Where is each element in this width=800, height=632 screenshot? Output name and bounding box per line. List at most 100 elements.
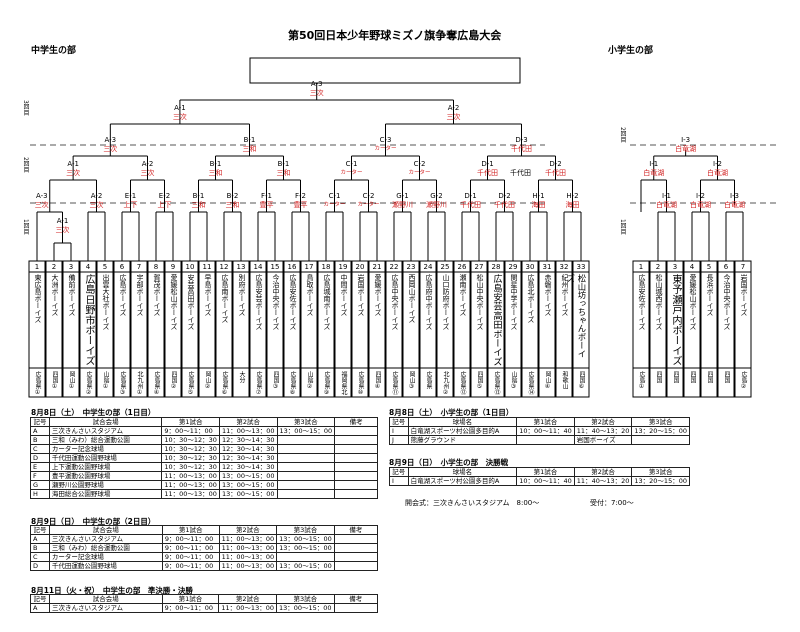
match-venue: 豊平	[259, 201, 274, 209]
match-venue: 千代田	[460, 201, 481, 209]
match-id: I-1	[649, 160, 659, 168]
match-id: C-1	[328, 192, 341, 200]
sched-cell: I	[389, 476, 409, 486]
match-id: A-1	[56, 217, 69, 225]
team-name: 愛媛ボーイズ	[374, 274, 382, 316]
sched-cell	[334, 453, 378, 463]
sched-cell: 9：00〜11：00	[161, 561, 220, 571]
team-prefecture: 福岡県北	[340, 371, 347, 395]
sched-header-cell: 記号	[30, 594, 50, 604]
sched-cell: 13：20〜15：00	[631, 426, 690, 436]
match-venue: カーター	[323, 202, 346, 208]
match-id: D-2	[549, 160, 562, 168]
team-prefecture: 岡山③	[408, 371, 415, 390]
match-id: B-1	[192, 192, 205, 200]
sched-header-cell: 第1試合	[161, 525, 220, 535]
team-prefecture: 岡山④	[544, 371, 551, 390]
match-id: D-3	[515, 136, 528, 144]
sched-cell: A	[30, 603, 50, 613]
sched-cell	[334, 462, 378, 472]
round-label-e2: 2回目	[619, 127, 626, 143]
match-id: D-1	[481, 160, 494, 168]
sched-cell	[276, 552, 335, 562]
sched-cell: 11：40〜13：20	[573, 426, 633, 436]
tournament-bracket	[28, 57, 780, 398]
team-name: 愛媛松山ボーイズ	[170, 274, 178, 330]
team-name: 松山坊っちゃんボーイズ	[566, 274, 587, 358]
sched-header-cell: 第2試合	[218, 417, 278, 427]
sched-j2-heading: 8月9日（日） 中学生の部（2日目）	[31, 517, 156, 526]
sched-header-cell: 第3試合	[276, 417, 336, 427]
match-id: B-1	[209, 160, 222, 168]
round-label-r1: 1回目	[22, 219, 29, 235]
team-prefecture: 広島県③	[119, 371, 126, 396]
team-number: 5	[102, 263, 108, 271]
sched-cell: J	[389, 435, 409, 445]
team-prefecture: 山陰②	[306, 371, 313, 390]
sched-cell: 13：00〜15：00	[276, 426, 336, 436]
team-prefecture: 四国	[706, 371, 713, 383]
sched-header-cell: 記号	[30, 417, 50, 427]
match-venue: 三次	[55, 226, 70, 234]
sched-cell: 白竜湖スポーツ村公園多目的A	[407, 476, 518, 486]
round-label-r2: 2回目	[22, 157, 29, 173]
team-number: 5	[706, 263, 712, 271]
sched-cell	[516, 435, 575, 445]
match-venue: 三和	[242, 145, 257, 153]
sched-cell: 11：00〜13：00	[161, 489, 220, 499]
sched-cell: G	[30, 480, 50, 490]
team-name: 岩国ボーイズ	[740, 274, 748, 316]
sched-cell: D	[30, 561, 50, 571]
sched-e2-heading: 8月9日（日） 小学生の部 決勝戦	[389, 458, 509, 467]
team-name: 西岡山ボーイズ	[408, 274, 416, 323]
team-name: 広島安芸ボーイズ	[255, 274, 263, 330]
match-venue: 三和	[225, 201, 240, 209]
sched-cell	[333, 552, 379, 562]
team-box	[632, 260, 650, 398]
sched-cell: 9：00〜11：00	[161, 543, 220, 553]
sched-header-cell: 試合会場	[48, 594, 163, 604]
sched-j3-heading: 8月11日（火・祝） 中学生の部 準決勝・決勝	[31, 586, 193, 595]
sched-cell: A	[30, 534, 50, 544]
match-id: B-1	[277, 160, 290, 168]
sched-cell: 13：00〜15：00	[218, 489, 278, 499]
sched-header-cell: 備考	[333, 525, 379, 535]
sched-j1-heading: 8月8日（土） 中学生の部（1日目）	[31, 408, 156, 417]
team-number: 9	[170, 263, 176, 271]
sched-cell: 11：00〜13：00	[218, 426, 278, 436]
team-name: 大洲ボーイズ	[51, 274, 59, 316]
reception-time: 受付：7:00〜	[590, 499, 634, 507]
sched-cell	[333, 561, 379, 571]
sched-cell: 三次きんさいスタジアム	[48, 534, 163, 544]
team-prefecture: 山陰①	[102, 371, 109, 390]
team-name: 備前ボーイズ	[68, 274, 76, 316]
sched-header-cell: 第2試合	[218, 525, 278, 535]
match-venue: 三次	[140, 169, 155, 177]
sched-cell: 三次きんさいスタジアム	[48, 426, 163, 436]
match-id: A-3	[310, 80, 323, 88]
team-number: 6	[723, 263, 729, 271]
sched-header-cell: 記号	[30, 525, 50, 535]
team-number: 14	[253, 263, 263, 271]
team-number: 12	[219, 263, 229, 271]
team-prefecture: 北九州②	[442, 371, 449, 396]
team-name: 別府ボーイズ	[238, 274, 246, 316]
sched-cell: 白竜湖スポーツ村公園多目的A	[407, 426, 518, 436]
match-id: E-2	[158, 192, 171, 200]
team-name: 岩国ボーイズ	[357, 274, 365, 316]
team-name: 松山中央ボーイズ	[476, 274, 484, 330]
match-id: A-1	[174, 104, 186, 112]
match-venue: 千代田	[477, 169, 498, 177]
match-id: H-1	[532, 192, 545, 200]
sched-cell: 12：30〜14：30	[218, 462, 278, 472]
sched-cell: 13：00〜15：00	[276, 534, 335, 544]
match-venue: 白竜湖	[643, 169, 665, 177]
team-number: 3	[672, 263, 678, 271]
sched-cell: A	[30, 426, 50, 436]
team-number: 21	[372, 263, 382, 271]
